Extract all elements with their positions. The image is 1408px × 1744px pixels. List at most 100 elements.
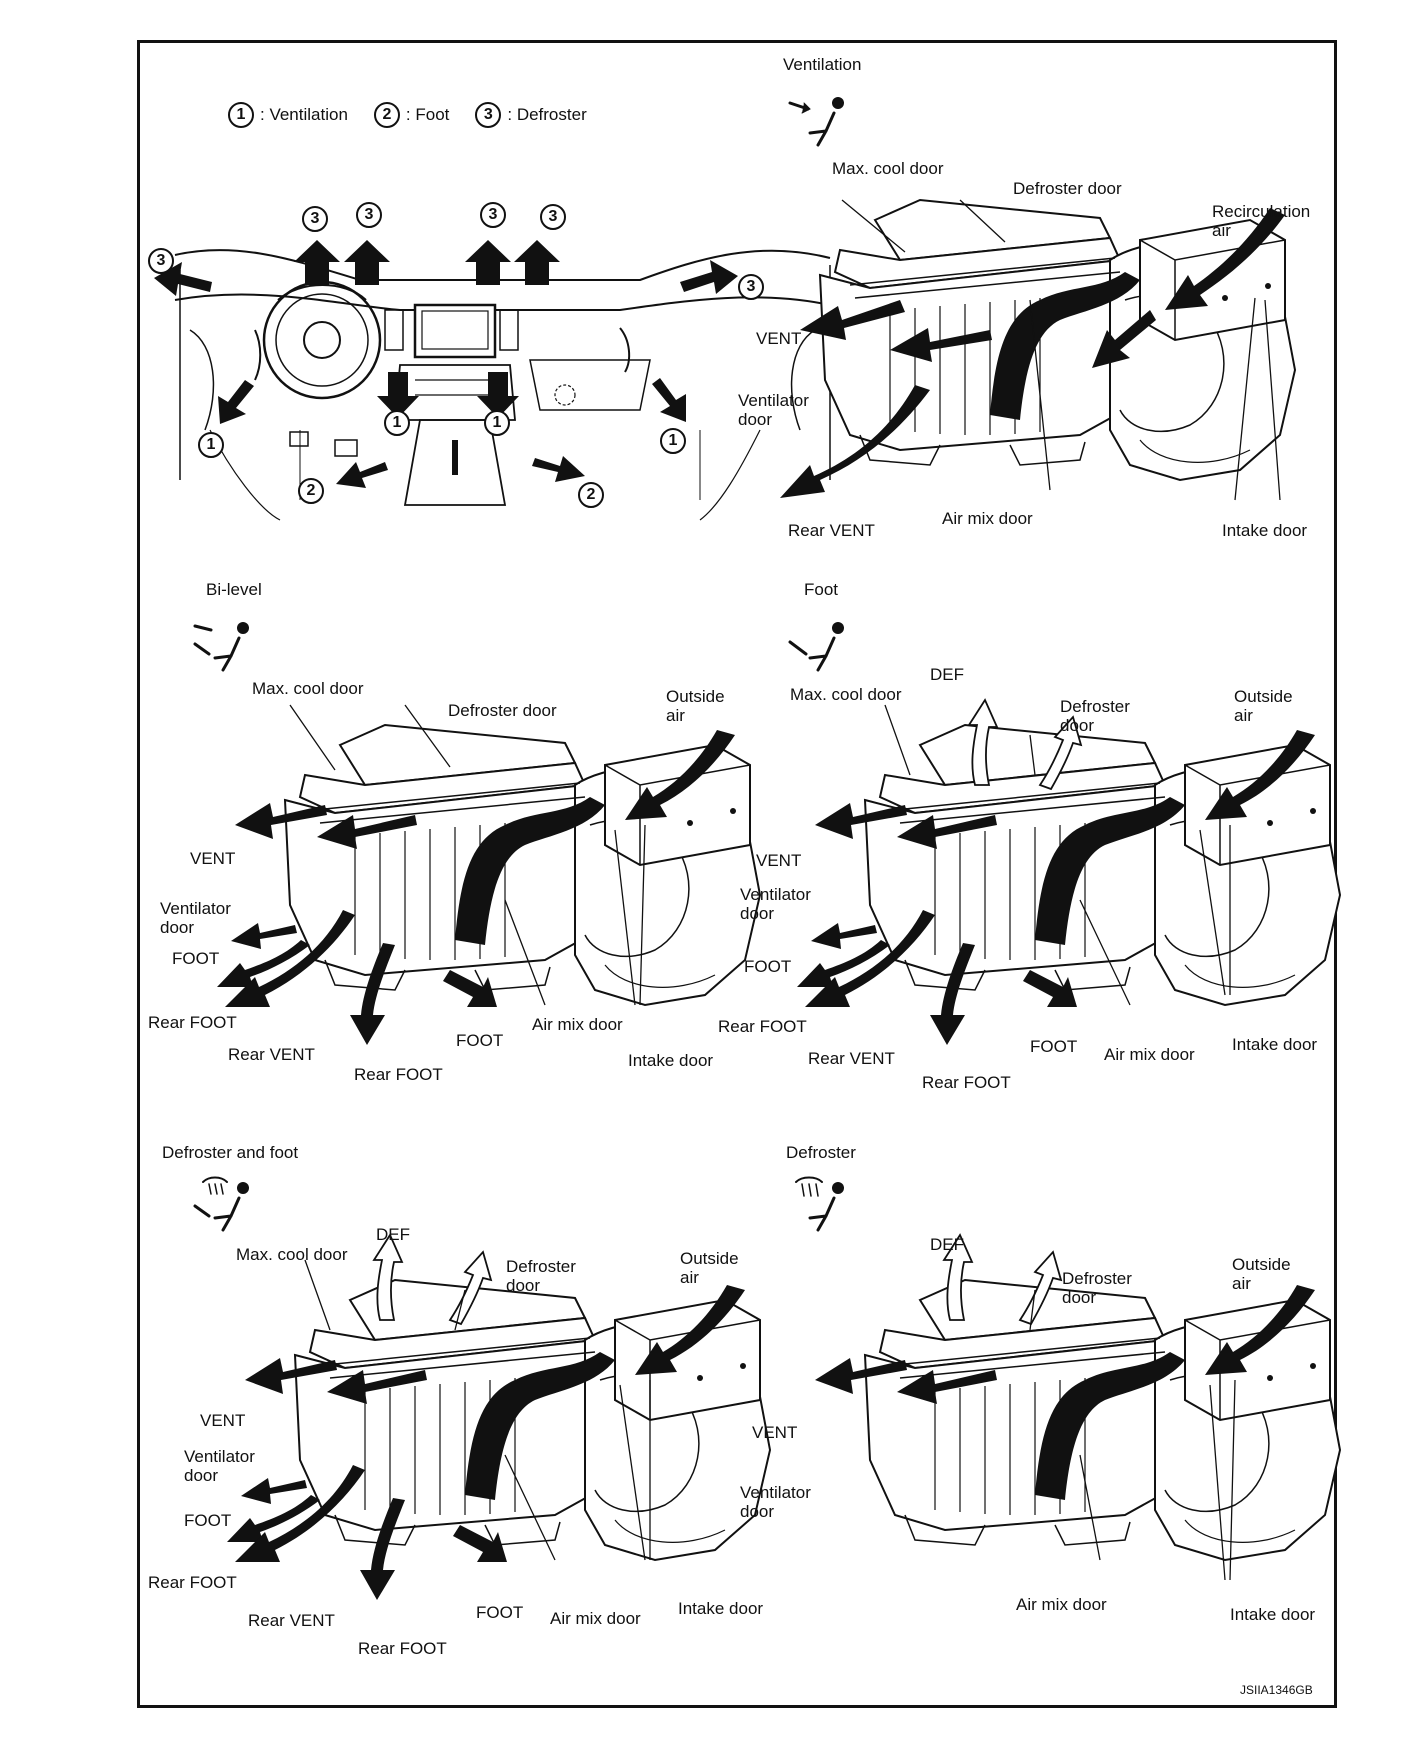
label-intake-door: Intake door (1222, 521, 1308, 540)
label-outside-air-line1: Outside (666, 687, 725, 706)
label-def: DEF (376, 1225, 410, 1244)
label-rear-foot: Rear FOOT (354, 1065, 443, 1084)
defroster-unit-drawing (815, 1233, 1341, 1581)
label-outside-air-line1: Outside (1234, 687, 1293, 706)
dashboard-outlets-drawing (154, 240, 831, 521)
label-intake-door: Intake door (1230, 1605, 1316, 1624)
label-vent: VENT (190, 849, 236, 868)
label-ventilator-door-line1: Ventilator (738, 391, 809, 410)
label-outside-air-line2: air (666, 706, 685, 725)
circled-number-3: 3 (148, 248, 174, 274)
circled-number-2: 2 (373, 102, 400, 128)
circled-number-3: 3 (356, 202, 382, 228)
label-recirculation-air-line2: air (1212, 221, 1231, 240)
label-intake-door: Intake door (678, 1599, 764, 1618)
label-air-mix-door: Air mix door (1104, 1045, 1195, 1064)
label-defroster-door-line1: Defroster (1062, 1269, 1132, 1288)
label-ventilator-door-line1: Ventilator (160, 899, 231, 918)
circled-number-1: 1 (484, 410, 510, 436)
label-defroster-door-line1: Defroster (1060, 697, 1130, 716)
label-rear-vent: Rear VENT (788, 521, 875, 540)
label-ventilator-door-line1: Ventilator (740, 885, 811, 904)
label-rear-foot: Rear FOOT (718, 1017, 807, 1036)
circled-number-1: 1 (228, 102, 254, 128)
label-vent: VENT (756, 851, 802, 870)
bilevel-unit-drawing (217, 704, 761, 1045)
label-outside-air-line2: air (680, 1268, 699, 1287)
label-foot: FOOT (184, 1511, 232, 1530)
legend-item-ventilation: 1 : Ventilation (228, 102, 348, 128)
label-intake-door: Intake door (628, 1051, 714, 1070)
circled-number-3: 3 (475, 102, 502, 128)
label-defroster-door-line2: door (1060, 716, 1095, 735)
label-defroster-door-line2: door (506, 1276, 541, 1295)
circled-number-1: 1 (198, 432, 224, 458)
circled-number-3: 3 (738, 274, 764, 300)
label-foot: FOOT (456, 1031, 504, 1050)
label-def: DEF (930, 1235, 964, 1254)
label-foot: FOOT (1030, 1037, 1078, 1056)
circled-number-2: 2 (298, 478, 324, 504)
label-def: DEF (930, 665, 964, 684)
label-rear-vent: Rear VENT (228, 1045, 315, 1064)
label-recirculation-air-line1: Recirculation (1212, 202, 1311, 221)
circled-number-1: 1 (384, 410, 410, 436)
label-rear-foot: Rear FOOT (148, 1013, 237, 1032)
legend: 1 : Ventilation 2 : Foot 3 : Defroster (228, 100, 587, 130)
circled-number-3: 3 (540, 204, 566, 230)
label-max-cool-door: Max. cool door (236, 1245, 348, 1264)
label-rear-vent: Rear VENT (248, 1611, 335, 1630)
legend-label: : Foot (405, 105, 450, 124)
label-vent: VENT (200, 1411, 246, 1430)
legend-item-foot: 2 : Foot (373, 102, 450, 128)
circled-number-1: 1 (660, 428, 686, 454)
label-intake-door: Intake door (1232, 1035, 1318, 1054)
label-vent: VENT (752, 1423, 798, 1442)
circled-number-2: 2 (578, 482, 604, 508)
mode-title-defroster: Defroster (786, 1143, 856, 1162)
label-defroster-door: Defroster door (1013, 179, 1122, 198)
label-max-cool-door: Max. cool door (832, 159, 944, 178)
label-rear-vent: Rear VENT (808, 1049, 895, 1068)
label-outside-air-line1: Outside (1232, 1255, 1291, 1274)
legend-label: : Ventilation (260, 105, 348, 124)
legend-item-defroster: 3 : Defroster (475, 102, 587, 128)
label-air-mix-door: Air mix door (550, 1609, 641, 1628)
label-ventilator-door-line1: Ventilator (184, 1447, 255, 1466)
label-air-mix-door: Air mix door (942, 509, 1033, 528)
label-defroster-door: Defroster door (448, 701, 557, 720)
mode-title-defroster-and-foot: Defroster and foot (162, 1143, 299, 1162)
label-outside-air-line2: air (1232, 1274, 1251, 1293)
label-rear-foot: Rear FOOT (148, 1573, 237, 1592)
label-vent: VENT (756, 329, 802, 348)
circled-number-3: 3 (302, 206, 328, 232)
label-max-cool-door: Max. cool door (790, 685, 902, 704)
label-ventilator-door-line2: door (740, 904, 775, 923)
reference-code: JSIIA1346GB (1240, 1683, 1313, 1697)
legend-label: : Defroster (507, 105, 587, 124)
label-max-cool-door: Max. cool door (252, 679, 364, 698)
label-defroster-door-line2: door (1062, 1288, 1097, 1307)
mode-title-bilevel: Bi-level (206, 580, 262, 599)
label-foot: FOOT (744, 957, 792, 976)
label-air-mix-door: Air mix door (532, 1015, 623, 1034)
label-ventilator-door-line2: door (184, 1466, 219, 1485)
label-ventilator-door-line1: Ventilator (740, 1483, 811, 1502)
mode-icons (193, 97, 844, 1232)
label-rear-foot: Rear FOOT (922, 1073, 1011, 1092)
label-ventilator-door-line2: door (740, 1502, 775, 1521)
label-air-mix-door: Air mix door (1016, 1595, 1107, 1614)
mode-title-ventilation: Ventilation (783, 55, 862, 74)
label-ventilator-door-line2: door (160, 918, 195, 937)
defroster-foot-unit-drawing (227, 1233, 771, 1600)
ventilation-unit-drawing (780, 199, 1296, 501)
label-rear-foot: Rear FOOT (358, 1639, 447, 1658)
label-outside-air-line2: air (1234, 706, 1253, 725)
label-defroster-door-line1: Defroster (506, 1257, 576, 1276)
mode-title-foot: Foot (804, 580, 839, 599)
foot-unit-drawing (797, 698, 1341, 1045)
label-foot: FOOT (476, 1603, 524, 1622)
label-ventilator-door-line2: door (738, 410, 773, 429)
circled-number-3: 3 (480, 202, 506, 228)
